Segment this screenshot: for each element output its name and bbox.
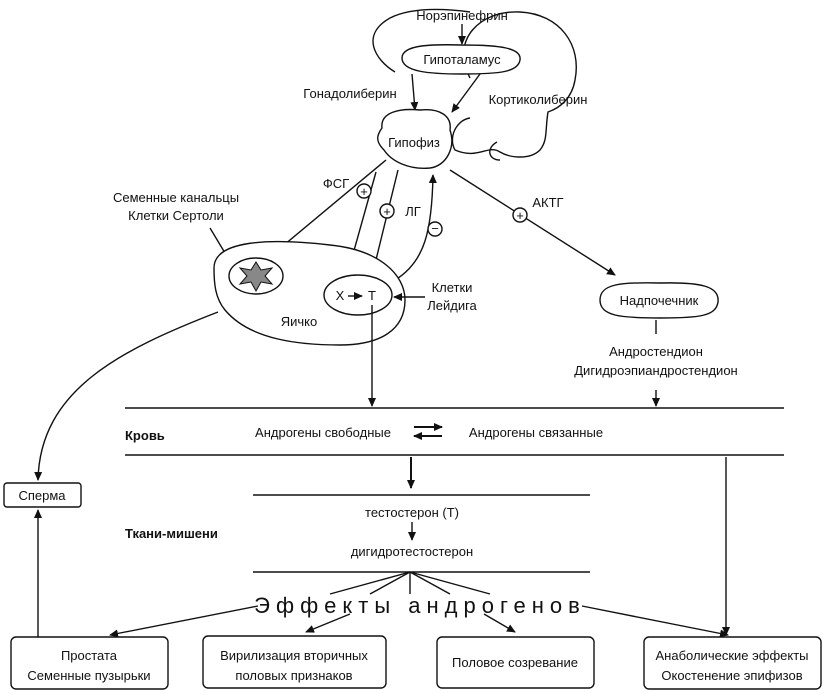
virilization-box — [202, 635, 387, 689]
anabolic-box — [643, 636, 822, 690]
gonadoliberin-arrow — [410, 73, 419, 111]
virilization-label-line1: Вирилизация вторичных — [220, 648, 368, 663]
acth-label: АКТГ — [532, 195, 563, 210]
fsh-plus-sign: + — [360, 184, 368, 199]
fsh-label: ФСГ — [323, 176, 349, 191]
puberty-label: Половое созревание — [452, 655, 578, 670]
target-tissues-label: Ткани-мишени — [125, 526, 218, 541]
prostate-box — [10, 636, 169, 690]
testis-to-sperm-arrow — [34, 311, 219, 481]
tubules-label-line2: Клетки Сертоли — [128, 208, 224, 223]
t-label: Т — [368, 288, 376, 303]
corticoliberin-label: Кортиколиберин — [489, 92, 588, 107]
fsh-plus-badge — [356, 183, 372, 199]
lh-plus-badge — [379, 203, 395, 219]
leydig-label-line1: Клетки — [432, 280, 473, 295]
pituitary-shape — [377, 108, 453, 169]
prostate-label-line1: Простата — [61, 648, 118, 663]
adrenal-label: Надпочечник — [620, 293, 699, 308]
fan-2 — [369, 571, 411, 595]
virilization-label-line2: половых признаков — [235, 668, 352, 683]
lh-arrow — [371, 169, 399, 273]
adrenal-shape — [599, 282, 719, 319]
effects-to-puberty-arrow — [483, 613, 516, 633]
gonadoliberin-label: Гонадолиберин — [303, 86, 396, 101]
anabolic-label-line1: Анаболические эффекты — [656, 648, 809, 663]
effects-to-virilization-arrow — [305, 613, 351, 633]
dht-label: дигидротестостерон — [351, 544, 473, 559]
acth-plus-sign: + — [516, 208, 524, 223]
brain-notch — [489, 141, 501, 161]
brain-outline — [372, 8, 577, 158]
adrenal-output-2: Дигидроэпиандростендион — [574, 363, 737, 378]
hypothalamus-shape — [401, 44, 521, 75]
corticoliberin-arrow — [451, 73, 481, 113]
acth-plus-badge — [512, 207, 528, 223]
fan-5 — [409, 571, 491, 595]
blood-label: Кровь — [125, 428, 165, 443]
hypothalamus-label: Гипоталамус — [423, 52, 501, 67]
effects-to-prostate-arrow — [109, 605, 259, 638]
pituitary-label: Гипофиз — [388, 135, 440, 150]
norepinephrine-label: Норэпинефрин — [416, 8, 508, 23]
fan-4 — [409, 571, 451, 595]
testis-label: Яичко — [281, 314, 318, 329]
feedback-minus-sign: − — [431, 221, 439, 236]
androgens-free-label: Андрогены свободные — [255, 425, 391, 440]
lh-label: ЛГ — [405, 204, 421, 219]
puberty-box — [436, 636, 595, 689]
androgens-bound-label: Андрогены связанные — [469, 425, 603, 440]
x-label: Х — [336, 288, 345, 303]
lh-plus-sign: + — [383, 204, 391, 219]
tubules-label-line1: Семенные канальцы — [113, 190, 239, 205]
effects-to-anabolic-arrow — [581, 605, 729, 638]
anabolic-label-line2: Окостенение эпифизов — [661, 668, 802, 683]
adrenal-output-1: Андростендион — [609, 344, 703, 359]
leydig-cell — [323, 274, 393, 316]
feedback-arrow — [394, 174, 437, 281]
testosterone-label: тестостерон (Т) — [365, 505, 459, 520]
sperm-label: Сперма — [18, 488, 66, 503]
feedback-minus-badge — [427, 221, 443, 237]
prostate-label-line2: Семенные пузырьки — [27, 668, 150, 683]
acth-arrow — [449, 169, 616, 276]
leydig-label-line2: Лейдига — [427, 298, 477, 313]
fan-1 — [329, 571, 411, 595]
sertoli-star — [238, 261, 274, 293]
sperm-box — [3, 482, 82, 508]
effects-label: Эффекты андрогенов — [254, 593, 586, 618]
